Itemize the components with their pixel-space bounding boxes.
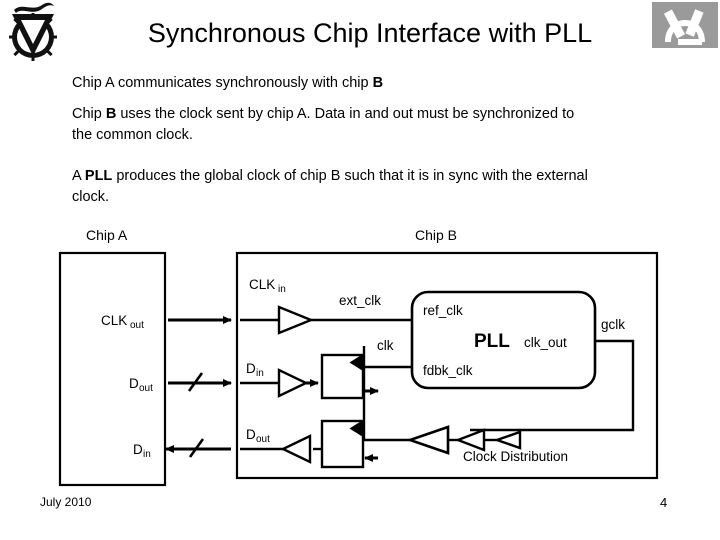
svg-text:D: D: [129, 376, 139, 391]
flipflop-output-clock-notch: [349, 419, 364, 438]
svg-text:CLK: CLK: [101, 313, 127, 328]
footer-page-number: 4: [660, 495, 668, 510]
bullet-paragraph-3: A PLL produces the global clock of chip …: [72, 166, 612, 208]
chip-a-title: Chip A: [86, 227, 128, 243]
footer-date: July 2010: [40, 495, 92, 509]
chip-b-port-clkin: CLK in: [249, 277, 286, 295]
bus-slash-bottom: [188, 438, 205, 458]
emphasis-text: B: [372, 75, 384, 91]
clk-input-buffer: [277, 305, 315, 335]
svg-text:in: in: [278, 284, 286, 295]
pll-label: PLL: [474, 331, 510, 352]
technion-logo-icon: [2, 0, 64, 62]
net-label-ext-clk: ext_clk: [339, 293, 381, 308]
flipflop-input-clock-notch: [349, 353, 364, 372]
plain-text: uses the clock sent by chip A. Data in a…: [72, 106, 575, 143]
plain-text: produces the global clock of chip B such…: [72, 168, 588, 205]
svg-text:out: out: [130, 320, 144, 331]
svg-text:D: D: [246, 361, 256, 376]
plain-text: Chip: [72, 106, 106, 122]
chip-b-box: [235, 251, 659, 480]
svg-text:CLK: CLK: [249, 277, 275, 292]
svg-text:D: D: [246, 427, 256, 442]
emphasis-text: PLL: [84, 168, 113, 184]
clock-dist-buffer-large: [405, 425, 450, 455]
pll-port-fdbk-clk: fdbk_clk: [423, 363, 473, 378]
chip-a-port-din: D in: [133, 442, 151, 460]
chip-a-box: [58, 251, 167, 487]
net-label-clk: clk: [377, 338, 394, 353]
block-diagram: Chip A CLK out D out D in Chip B: [0, 215, 720, 490]
svg-text:D: D: [133, 442, 143, 457]
emphasis-text: B: [105, 106, 117, 122]
plain-text: Chip A communicates synchronously with c…: [72, 75, 373, 91]
slide-title: Synchronous Chip Interface with PLL: [147, 18, 593, 48]
bullet-paragraph-2: Chip B uses the clock sent by chip A. Da…: [72, 104, 592, 146]
plain-text: A: [72, 168, 85, 184]
clock-distribution-label: Clock Distribution: [463, 449, 568, 464]
chip-b-port-dout: D out: [246, 427, 270, 445]
pll-port-clk-out: clk_out: [524, 335, 567, 350]
din-input-buffer: [277, 368, 309, 398]
svg-text:out: out: [256, 434, 270, 445]
bus-slash-top: [187, 372, 204, 392]
wire-gclk: [470, 339, 635, 432]
clock-dist-buffer-small: [493, 430, 522, 450]
pll-port-ref-clk: ref_clk: [423, 303, 463, 318]
chip-b-port-din: D in: [246, 361, 264, 379]
dout-output-buffer: [280, 434, 312, 464]
chip-a-port-dout: D out: [129, 376, 153, 394]
svg-text:out: out: [139, 383, 153, 394]
lab-badge-logo-icon: [652, 2, 718, 48]
chip-b-title: Chip B: [415, 227, 457, 243]
bullet-paragraph-1: Chip A communicates synchronously with c…: [72, 73, 652, 94]
svg-text:in: in: [143, 449, 151, 460]
clock-dist-buffer-mid: [454, 428, 486, 452]
svg-text:in: in: [256, 368, 264, 379]
net-label-gclk: gclk: [601, 317, 625, 332]
chip-a-port-clkout: CLK out: [101, 313, 144, 331]
